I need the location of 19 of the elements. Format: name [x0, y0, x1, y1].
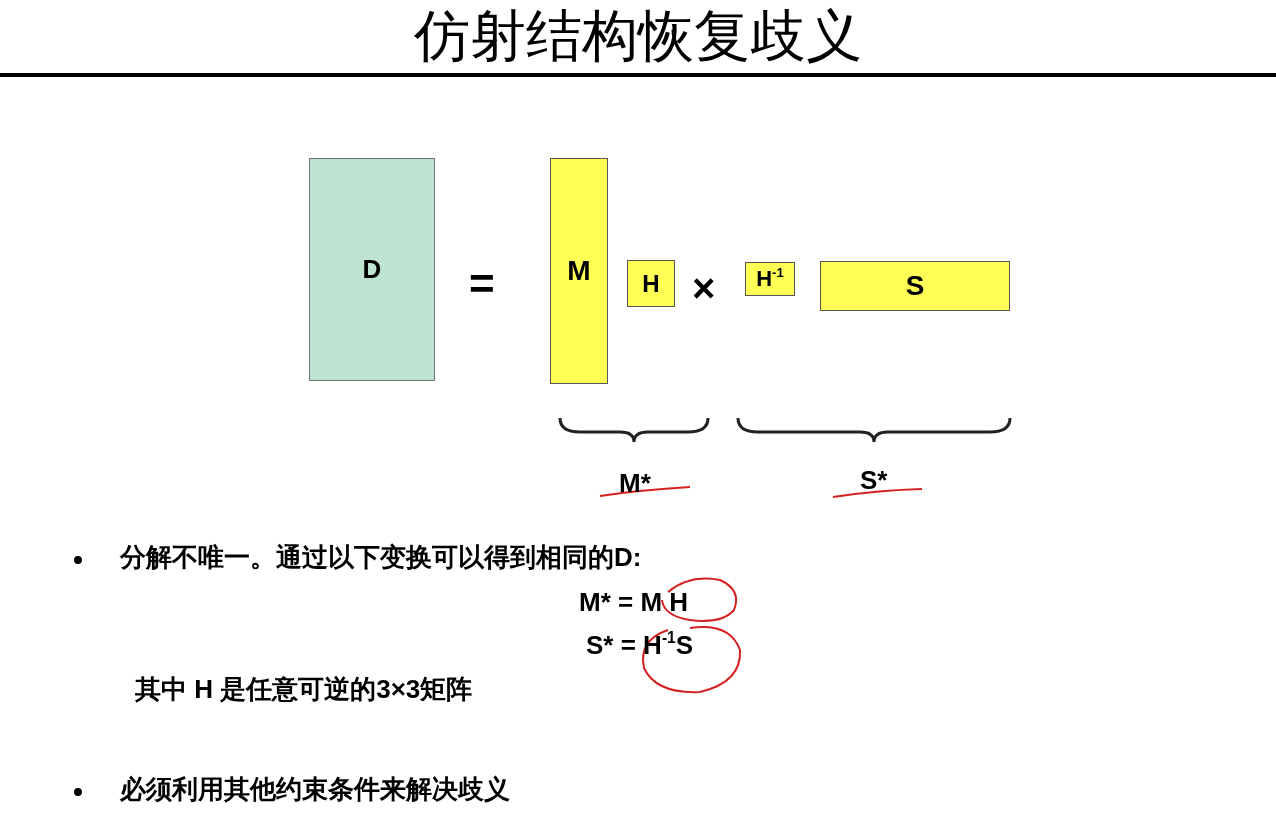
matrix-box: [309, 158, 435, 381]
matrix-box: [820, 261, 1010, 311]
matrix-label: M*: [619, 468, 651, 500]
matrix-name: D: [362, 254, 382, 285]
equation: M* = M H: [579, 587, 689, 619]
matrix-name: S: [905, 270, 925, 302]
bullet-text: 必须利用其他约束条件来解决歧义: [120, 774, 510, 806]
matrix-label: S*: [860, 465, 888, 497]
equals-sign: =: [469, 258, 495, 310]
matrix-name: M: [567, 255, 591, 287]
matrix-name: H$^{-1}$: [756, 266, 784, 292]
matrix-box: [745, 262, 795, 296]
multiply-sign: ×: [692, 265, 716, 312]
bullet-text: 分解不唯一。通过以下变换可以得到相同的D:: [120, 542, 642, 574]
slide-title: 仿射结构恢复歧义: [413, 3, 863, 69]
matrix-name: H: [642, 269, 660, 298]
note-text: 其中 H 是任意可逆的3×3矩阵: [135, 674, 473, 706]
matrix-box: [550, 158, 608, 384]
matrix-box: [627, 260, 675, 307]
